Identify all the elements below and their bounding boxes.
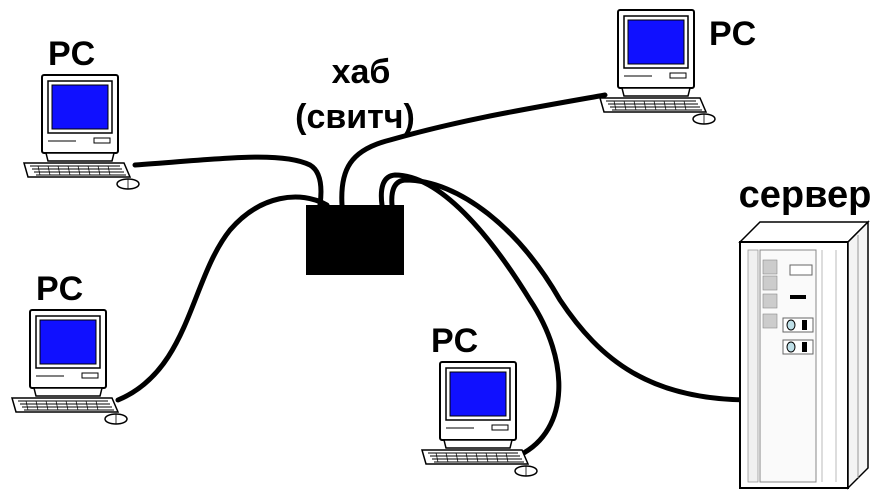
server-label: сервер — [739, 174, 872, 216]
computer-icon — [23, 74, 140, 190]
hub-label-line2: (свитч) — [295, 98, 415, 136]
pc-bottom-center-label: PC — [431, 322, 478, 360]
pc-bottom-center — [421, 361, 538, 477]
pc-bottom-left — [11, 309, 128, 425]
cable-pc-bottom-center — [378, 172, 562, 458]
pc-top-right-label: PC — [709, 15, 756, 53]
hub: хаб (свитч) — [295, 53, 415, 275]
pc-top-left — [23, 74, 140, 190]
server-icon — [738, 220, 870, 490]
cable-pc-top-left — [132, 154, 324, 208]
hub-icon — [306, 205, 404, 275]
computer-icon — [599, 9, 716, 125]
cables — [115, 92, 753, 458]
computer-icon — [11, 309, 128, 425]
server: сервер — [738, 174, 872, 490]
pc-top-right — [599, 9, 716, 125]
pc-top-left-label: PC — [48, 35, 95, 73]
hub-label-line1: хаб — [332, 53, 391, 91]
cable-pc-bottom-left — [115, 194, 330, 403]
pc-bottom-left-label: PC — [36, 270, 83, 308]
cable-pc-top-right — [339, 92, 608, 208]
cable-server — [389, 177, 753, 403]
computer-icon — [421, 361, 538, 477]
